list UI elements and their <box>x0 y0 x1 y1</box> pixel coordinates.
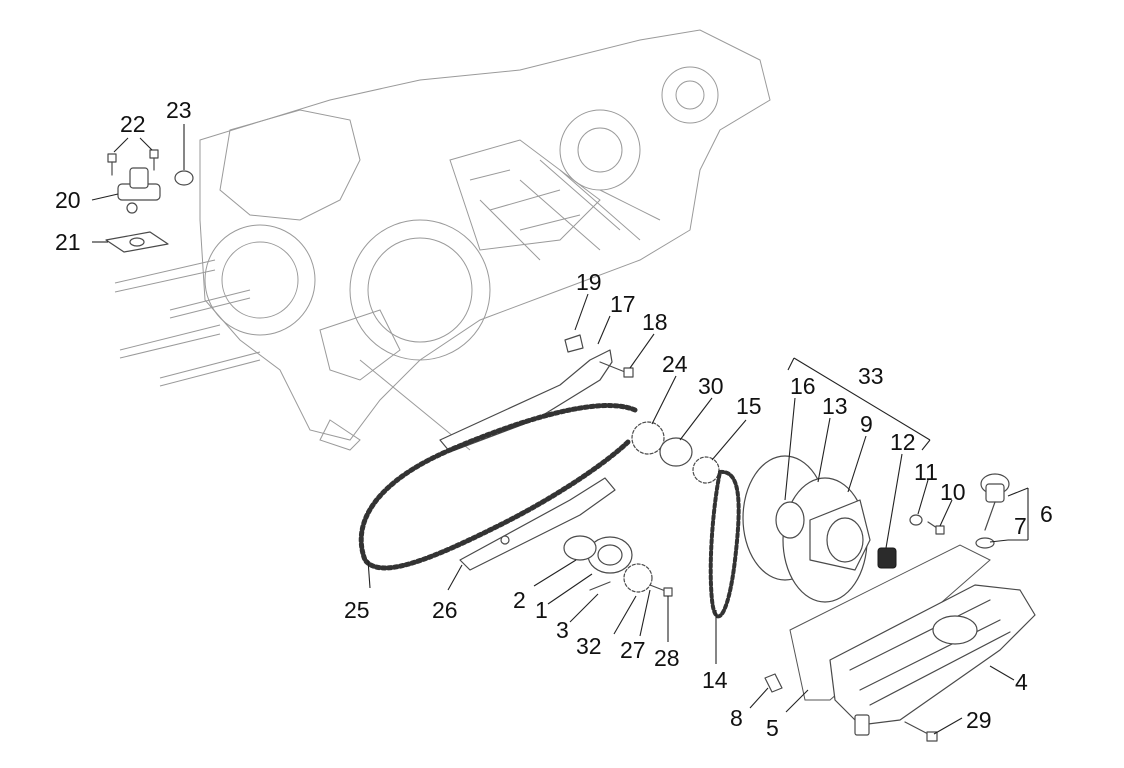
tensioner-screws <box>107 149 159 176</box>
callout-24: 24 <box>662 351 688 377</box>
dipstick-o-ring <box>975 537 995 549</box>
leader-lines <box>91 124 1029 735</box>
callout-13: 13 <box>822 393 848 419</box>
callout-33: 33 <box>858 363 884 389</box>
sump-screw <box>904 721 938 742</box>
callout-7: 7 <box>1014 513 1027 539</box>
pump-drive-sprocket <box>692 456 720 484</box>
thrust-washer <box>659 437 693 467</box>
fixing-screws <box>909 514 945 535</box>
callout-2: 2 <box>513 587 526 613</box>
chain-guide-shoe-lower <box>459 477 616 571</box>
callout-26: 26 <box>432 597 458 623</box>
callout-19: 19 <box>576 269 602 295</box>
callout-20: 20 <box>55 187 81 213</box>
guide-screw <box>599 361 634 378</box>
callout-30: 30 <box>698 373 724 399</box>
callout-labels: 1 2 3 4 5 6 7 8 9 10 11 12 13 14 15 16 1… <box>55 97 1053 741</box>
oil-filter-element <box>877 547 897 569</box>
callout-12: 12 <box>890 429 916 455</box>
callout-28: 28 <box>654 645 680 671</box>
tensioner-gasket <box>105 231 169 253</box>
callout-11: 11 <box>914 459 938 485</box>
callout-25: 25 <box>344 597 370 623</box>
callout-29: 29 <box>966 707 992 733</box>
callout-5: 5 <box>766 715 779 741</box>
timing-chain <box>358 403 638 571</box>
callout-22: 22 <box>120 111 146 137</box>
callout-1: 1 <box>535 597 548 623</box>
callout-6: 6 <box>1040 501 1053 527</box>
callout-8: 8 <box>730 705 743 731</box>
pump-chain <box>708 469 741 619</box>
oil-pump-sprocket <box>623 563 653 593</box>
callout-23: 23 <box>166 97 192 123</box>
callout-4: 4 <box>1015 669 1028 695</box>
callout-17: 17 <box>610 291 636 317</box>
oil-sump <box>829 584 1036 736</box>
drive-sprocket <box>631 421 665 455</box>
oil-pump <box>563 535 633 574</box>
chain-tensioner <box>117 167 161 214</box>
callout-14: 14 <box>702 667 728 693</box>
pump-screws <box>589 581 673 597</box>
callout-21: 21 <box>55 229 81 255</box>
callout-27: 27 <box>620 637 646 663</box>
callout-16: 16 <box>790 373 816 399</box>
chain-guide-shoe-upper <box>439 334 613 453</box>
callout-9: 9 <box>860 411 873 437</box>
oil-dipstick <box>980 473 1010 531</box>
callout-10: 10 <box>940 479 966 505</box>
callout-18: 18 <box>642 309 668 335</box>
crankcase-housing <box>114 29 771 451</box>
callout-32: 32 <box>576 633 602 659</box>
o-ring <box>174 170 194 186</box>
drain-plug <box>764 673 783 693</box>
oil-pump-cover <box>742 455 871 603</box>
callout-3: 3 <box>556 617 569 643</box>
callout-15: 15 <box>736 393 762 419</box>
